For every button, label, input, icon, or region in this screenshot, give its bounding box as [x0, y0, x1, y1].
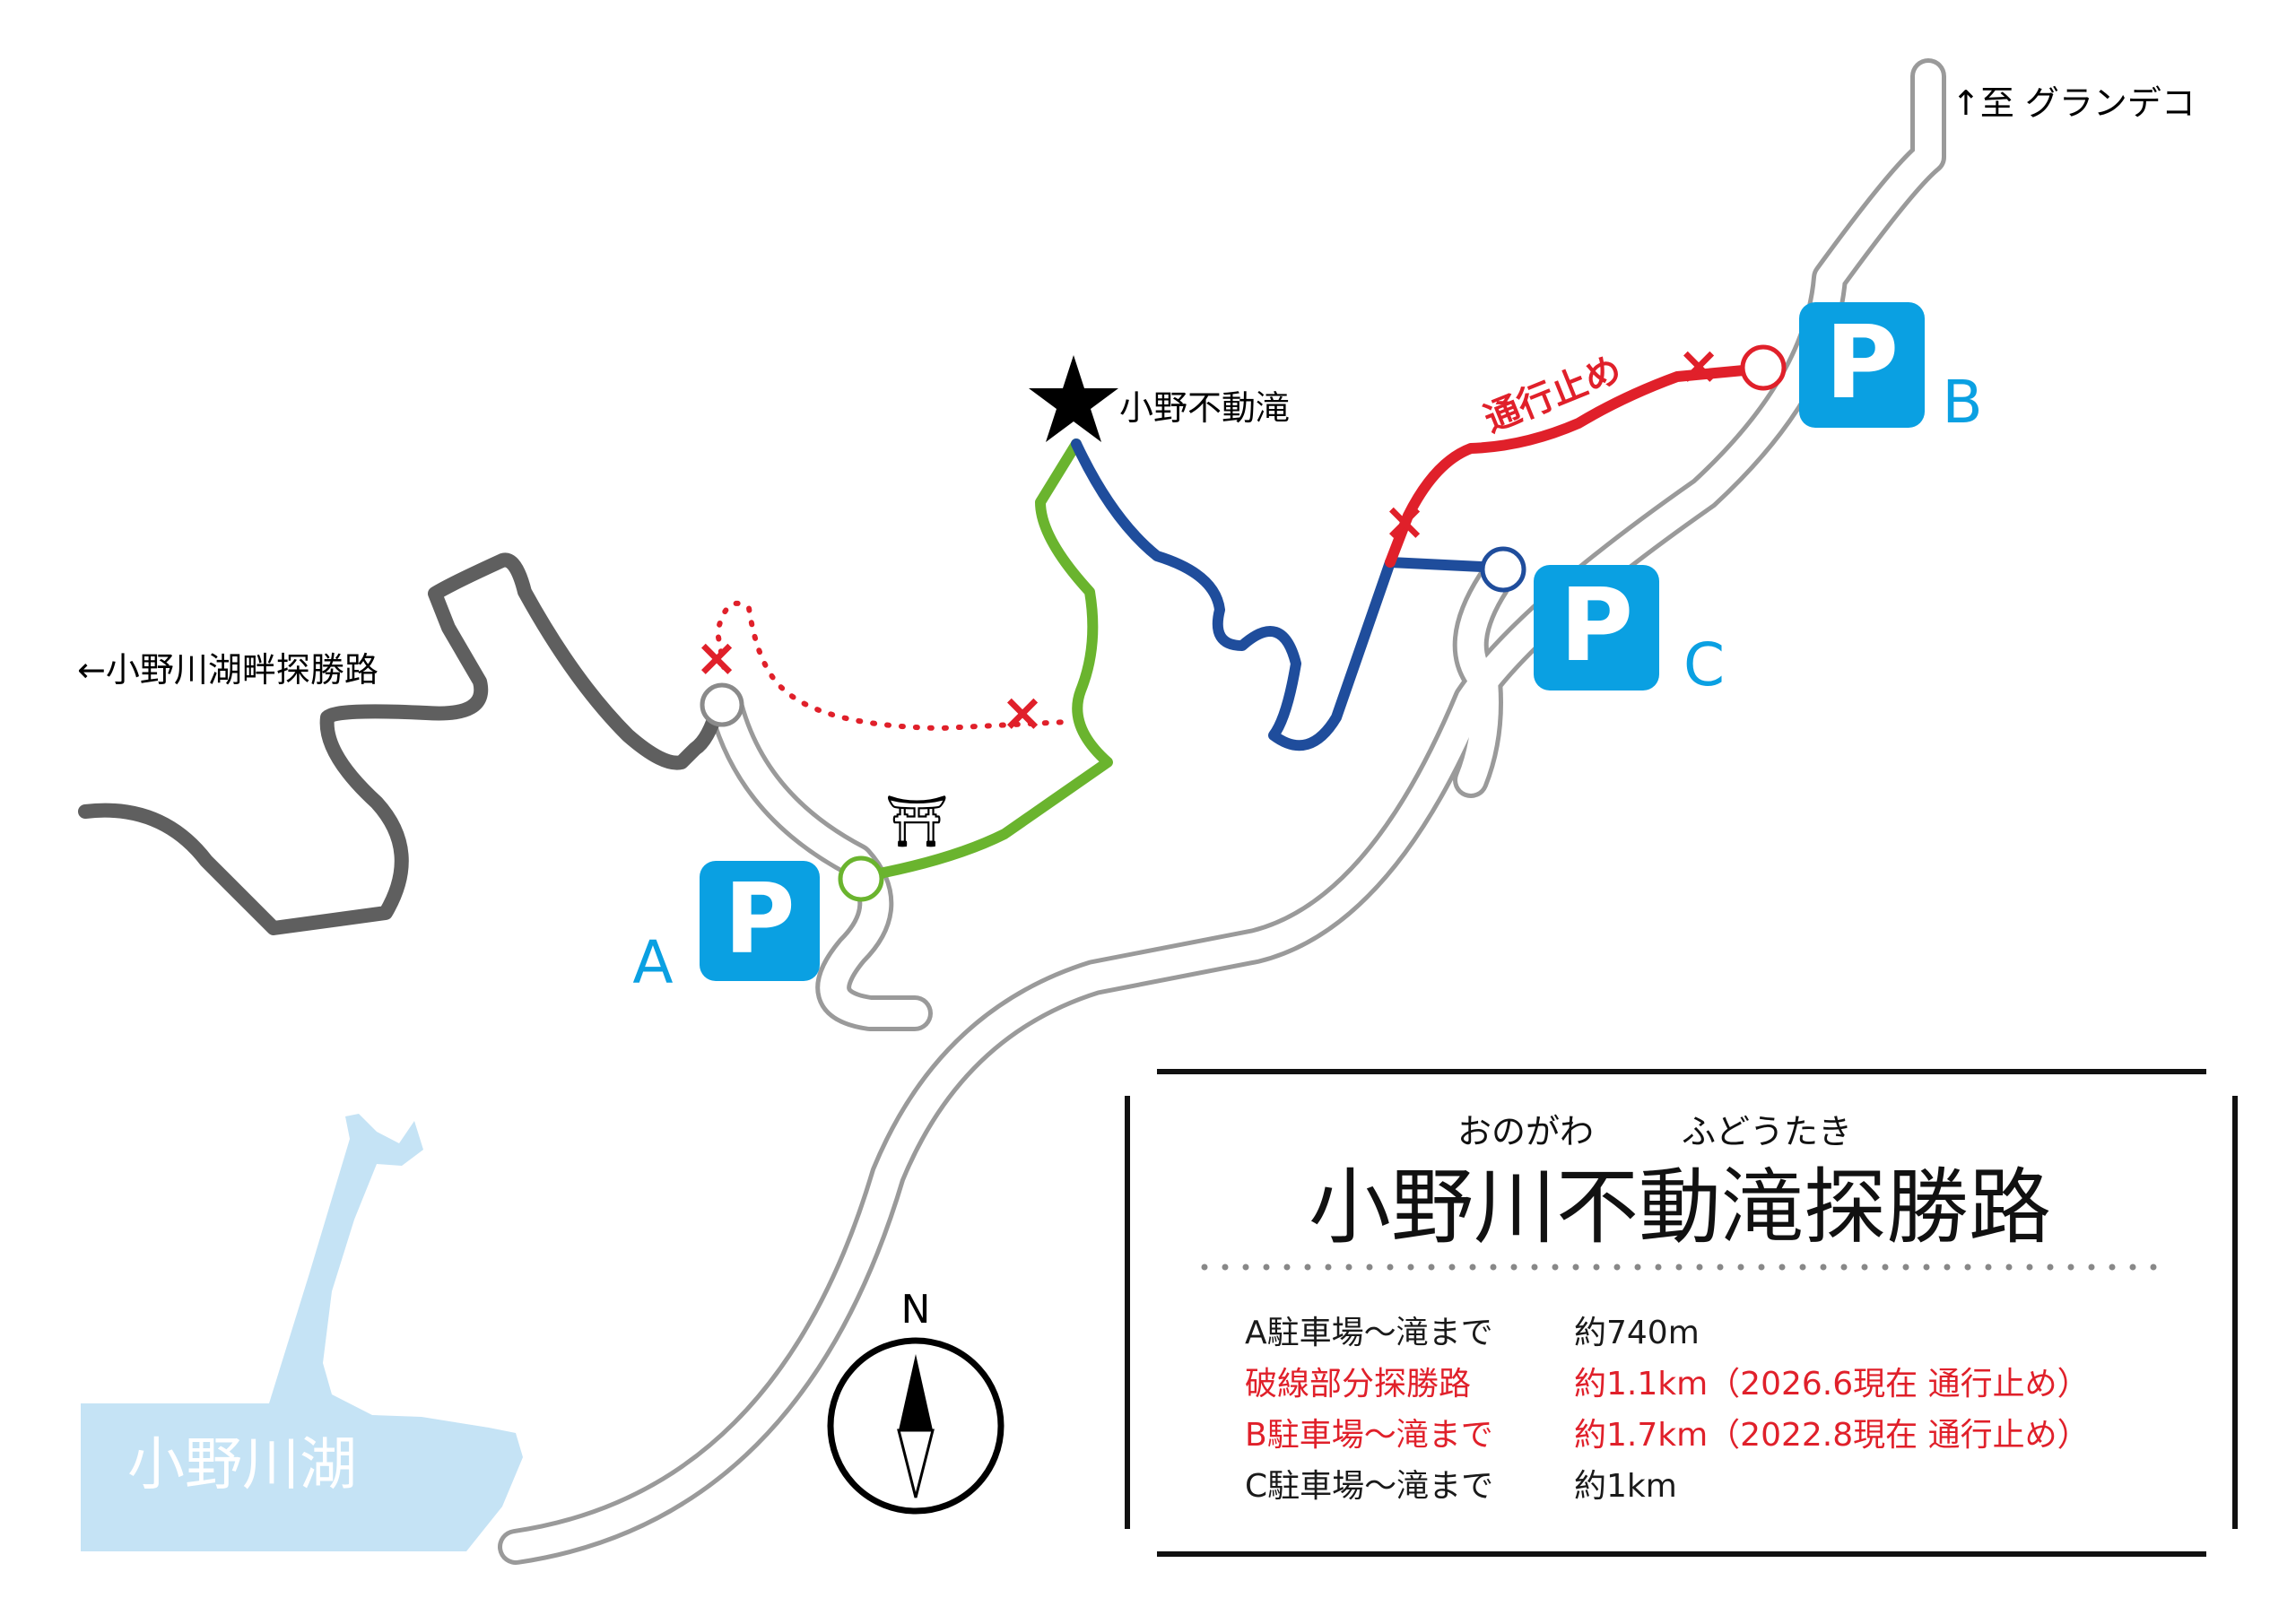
- parking-letter: A: [632, 928, 673, 997]
- lake-area: [81, 1114, 523, 1551]
- route-a-line: [856, 439, 1113, 882]
- legend-entry-label: C駐車場～滝まで: [1245, 1468, 1493, 1505]
- grandeco-direction-label: ↑至 グランデコ: [1952, 83, 2196, 123]
- legend-entry-value: 約1km: [1574, 1468, 1677, 1505]
- closure-marks: × × × ×: [695, 334, 1721, 743]
- legend-box: おのがわ ふどうたき 小野川不動滝探勝路 A駐車場～滝まで 約740m 破線部分…: [1125, 1069, 2238, 1557]
- parking-b: P B: [1799, 302, 1983, 437]
- trailhead-b: [1740, 344, 1787, 391]
- legend-entry-label: B駐車場～滝まで: [1245, 1417, 1493, 1454]
- parking-sign: [700, 861, 820, 981]
- compass-needle-north: [899, 1354, 933, 1430]
- trailhead-lakeside: [700, 682, 744, 727]
- waterfall-star-icon: [1029, 355, 1118, 442]
- compass-needle-south: [897, 1429, 935, 1498]
- parking-c: P C: [1534, 565, 1725, 699]
- legend-entry-value: 約1.1km（2026.6現在 通行止め）: [1574, 1366, 2090, 1403]
- lakeside-trail-line: [78, 552, 725, 935]
- parking-symbol: P: [724, 864, 795, 976]
- closed-route-label: 通行止め: [1479, 349, 1628, 441]
- road-network: [498, 58, 1946, 1565]
- legend-title: 小野川不動滝探勝路: [1309, 1159, 2051, 1255]
- trailhead-a: [838, 855, 884, 902]
- parking-symbol: P: [1560, 568, 1633, 684]
- trailhead-c: [1480, 546, 1526, 593]
- closed-dotted-trail: [714, 601, 1070, 732]
- title-reading-1: おのがわ: [1457, 1112, 1594, 1151]
- lakeside-trail-label: ←小野川湖畔探勝路: [77, 650, 378, 690]
- parking-symbol: P: [1825, 305, 1899, 421]
- north-label: N: [901, 1287, 931, 1333]
- closure-icon: ×: [695, 627, 739, 688]
- legend-entry-label: A駐車場～滝まで: [1245, 1315, 1493, 1351]
- legend-entry-label: 破線部分探勝路: [1245, 1366, 1471, 1403]
- waterfall-label: 小野不動滝: [1119, 388, 1290, 428]
- closure-icon: ×: [1001, 682, 1045, 743]
- parking-letter: C: [1683, 630, 1725, 699]
- parking-sign: [1799, 302, 1925, 428]
- legend-entry-value: 約1.7km（2022.8現在 通行止め）: [1574, 1417, 2090, 1454]
- compass: N: [827, 1287, 1004, 1515]
- parking-letter: B: [1942, 368, 1982, 437]
- closure-icon: ×: [1383, 491, 1427, 551]
- parking-sign: [1534, 565, 1659, 690]
- closure-icon: ×: [1677, 334, 1721, 395]
- title-reading-2: ふどうたき: [1682, 1112, 1852, 1151]
- legend-entry-value: 約740m: [1574, 1315, 1700, 1351]
- shrine-icon: ⛩: [884, 793, 948, 851]
- route-c-line: [1071, 439, 1505, 751]
- parking-a: P A: [632, 861, 820, 997]
- lake-label: 小野川湖: [127, 1432, 357, 1498]
- route-b-line: [1385, 364, 1759, 568]
